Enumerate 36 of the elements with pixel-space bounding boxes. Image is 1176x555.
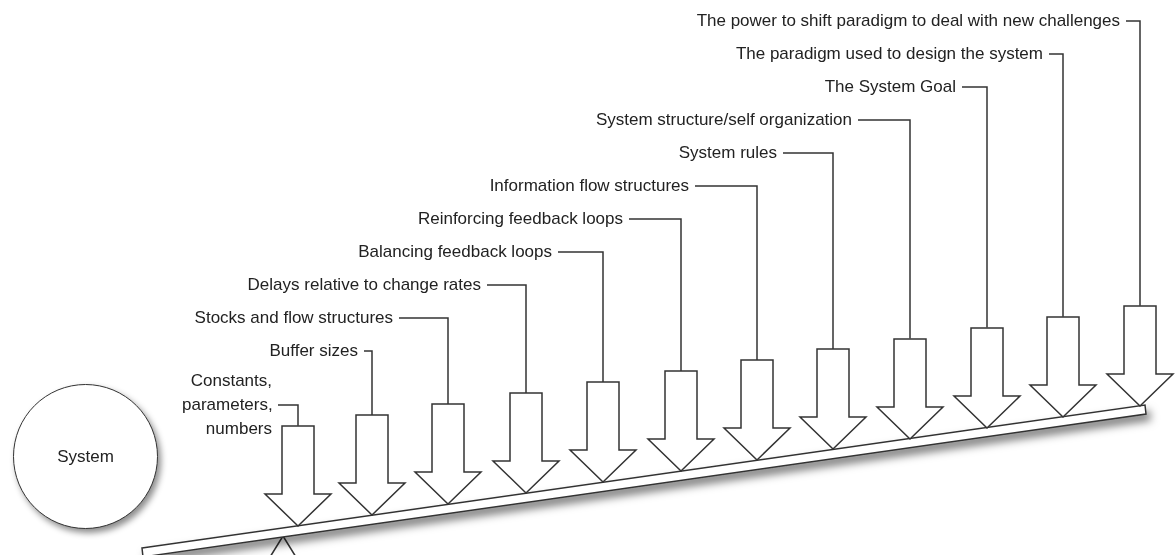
lever-label: System rules (678, 143, 777, 163)
leader-line (857, 119, 911, 340)
leader-line (1125, 20, 1141, 307)
down-arrow-shape (648, 371, 714, 472)
lever-label: Delays relative to change rates (247, 275, 481, 295)
leader-line (486, 284, 527, 394)
leader-line (277, 404, 299, 427)
lever-label: Reinforcing feedback loops (417, 209, 623, 229)
lever-label: Balancing feedback loops (358, 242, 552, 262)
lever-label: Stocks and flow structures (194, 308, 393, 328)
leader-line (782, 152, 834, 351)
down-arrow-shape (493, 393, 559, 494)
lever-label: Buffer sizes (269, 341, 358, 361)
lever-label: The power to shift paradigm to deal with new challenges (696, 11, 1120, 31)
leader-line (557, 251, 604, 383)
down-arrow-shape (877, 338, 943, 439)
lever-label: Information flow structures (489, 176, 689, 196)
down-arrow-shape (724, 360, 790, 461)
leader-line (961, 86, 988, 329)
leader-line (1048, 53, 1064, 318)
leader-line (398, 317, 449, 406)
leader-line (694, 185, 758, 362)
down-arrow-shape (339, 415, 405, 516)
lever-label: The System Goal (824, 77, 956, 97)
leader-line (363, 350, 373, 416)
node-label: System (57, 446, 114, 467)
lever-label: Constants, parameters, numbers (182, 369, 272, 441)
lever-label: The paradigm used to design the system (735, 44, 1043, 64)
down-arrow-shape (800, 349, 866, 450)
down-arrow-shape (1107, 305, 1173, 406)
leader-line (628, 218, 682, 372)
down-arrow-shape (954, 327, 1020, 428)
down-arrow-shape (1030, 316, 1096, 417)
down-arrow-shape (415, 404, 481, 505)
down-arrow-shape (570, 382, 636, 483)
lever-label: System structure/self organization (595, 110, 852, 130)
